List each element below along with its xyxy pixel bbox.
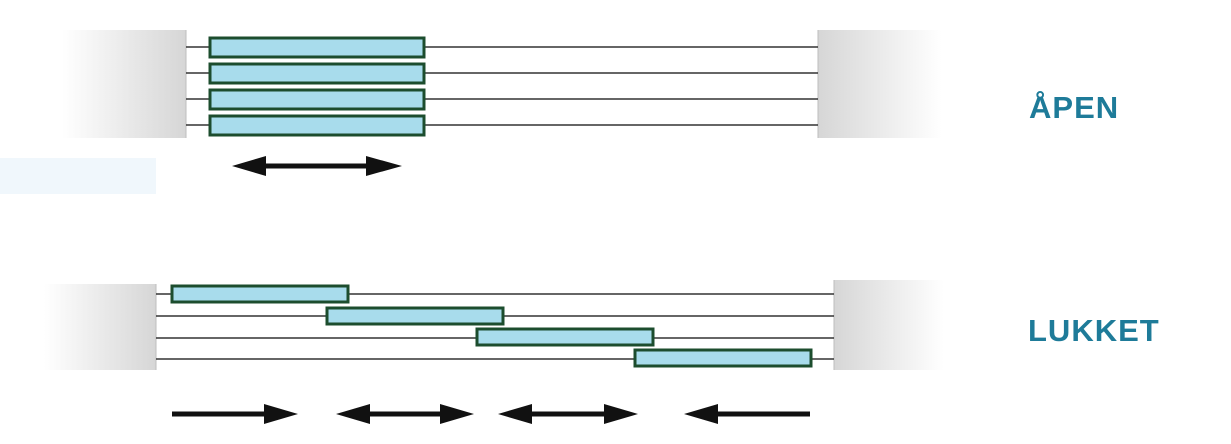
open-state-diagram [62,30,942,176]
open-filament [208,62,426,85]
closed-double-arrow [498,404,638,424]
closed-right-disc [834,280,944,370]
open-filament [208,36,426,59]
open-state-label: ÅPEN [1029,90,1120,125]
closed-left-disc [44,284,156,370]
closed-filament [633,348,813,368]
open-right-disc [818,30,942,138]
closed-filament [170,284,350,304]
closed-double-arrow [336,404,474,424]
closed-state-label: LUKKET [1028,313,1160,348]
closed-left-arrow [684,404,810,424]
closed-filament [475,327,655,347]
background-tint [0,158,156,194]
closed-right-arrow [172,404,298,424]
open-filament [208,114,426,137]
open-double-arrow [232,156,402,176]
open-filament [208,88,426,111]
open-left-disc [62,30,186,138]
closed-filament [325,306,505,326]
closed-state-diagram [44,280,944,424]
